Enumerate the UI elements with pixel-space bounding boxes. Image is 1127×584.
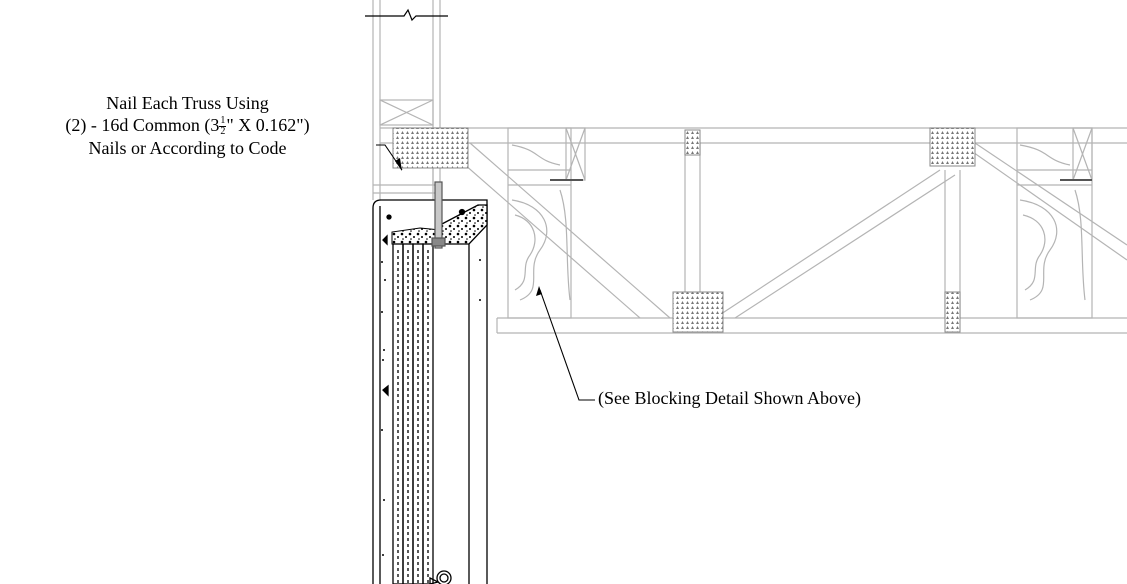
nail-callout-line1: Nail Each Truss Using [106,93,269,113]
nail-callout-line2-end: " X 0.162") [226,115,310,135]
break-line [365,8,448,22]
blocking-callout: (See Blocking Detail Shown Above) [598,388,861,408]
nail-callout: Nail Each Truss Using (2) - 16d Common (… [0,92,375,159]
fraction-denominator: 2 [220,126,226,138]
leader-arrowheads [395,158,542,296]
wall-panel [372,199,488,584]
upper-wall-framing [372,0,441,200]
panel-dots [381,259,481,556]
nail-callout-line3: Nails or According to Code [88,138,287,159]
nail-callout-line2-start: (2) - 16d Common (3 [65,115,220,135]
anchor-strap [431,181,446,249]
truss [380,127,1127,334]
fraction-numerator: 1 [219,115,227,128]
truss-plates [392,127,976,333]
